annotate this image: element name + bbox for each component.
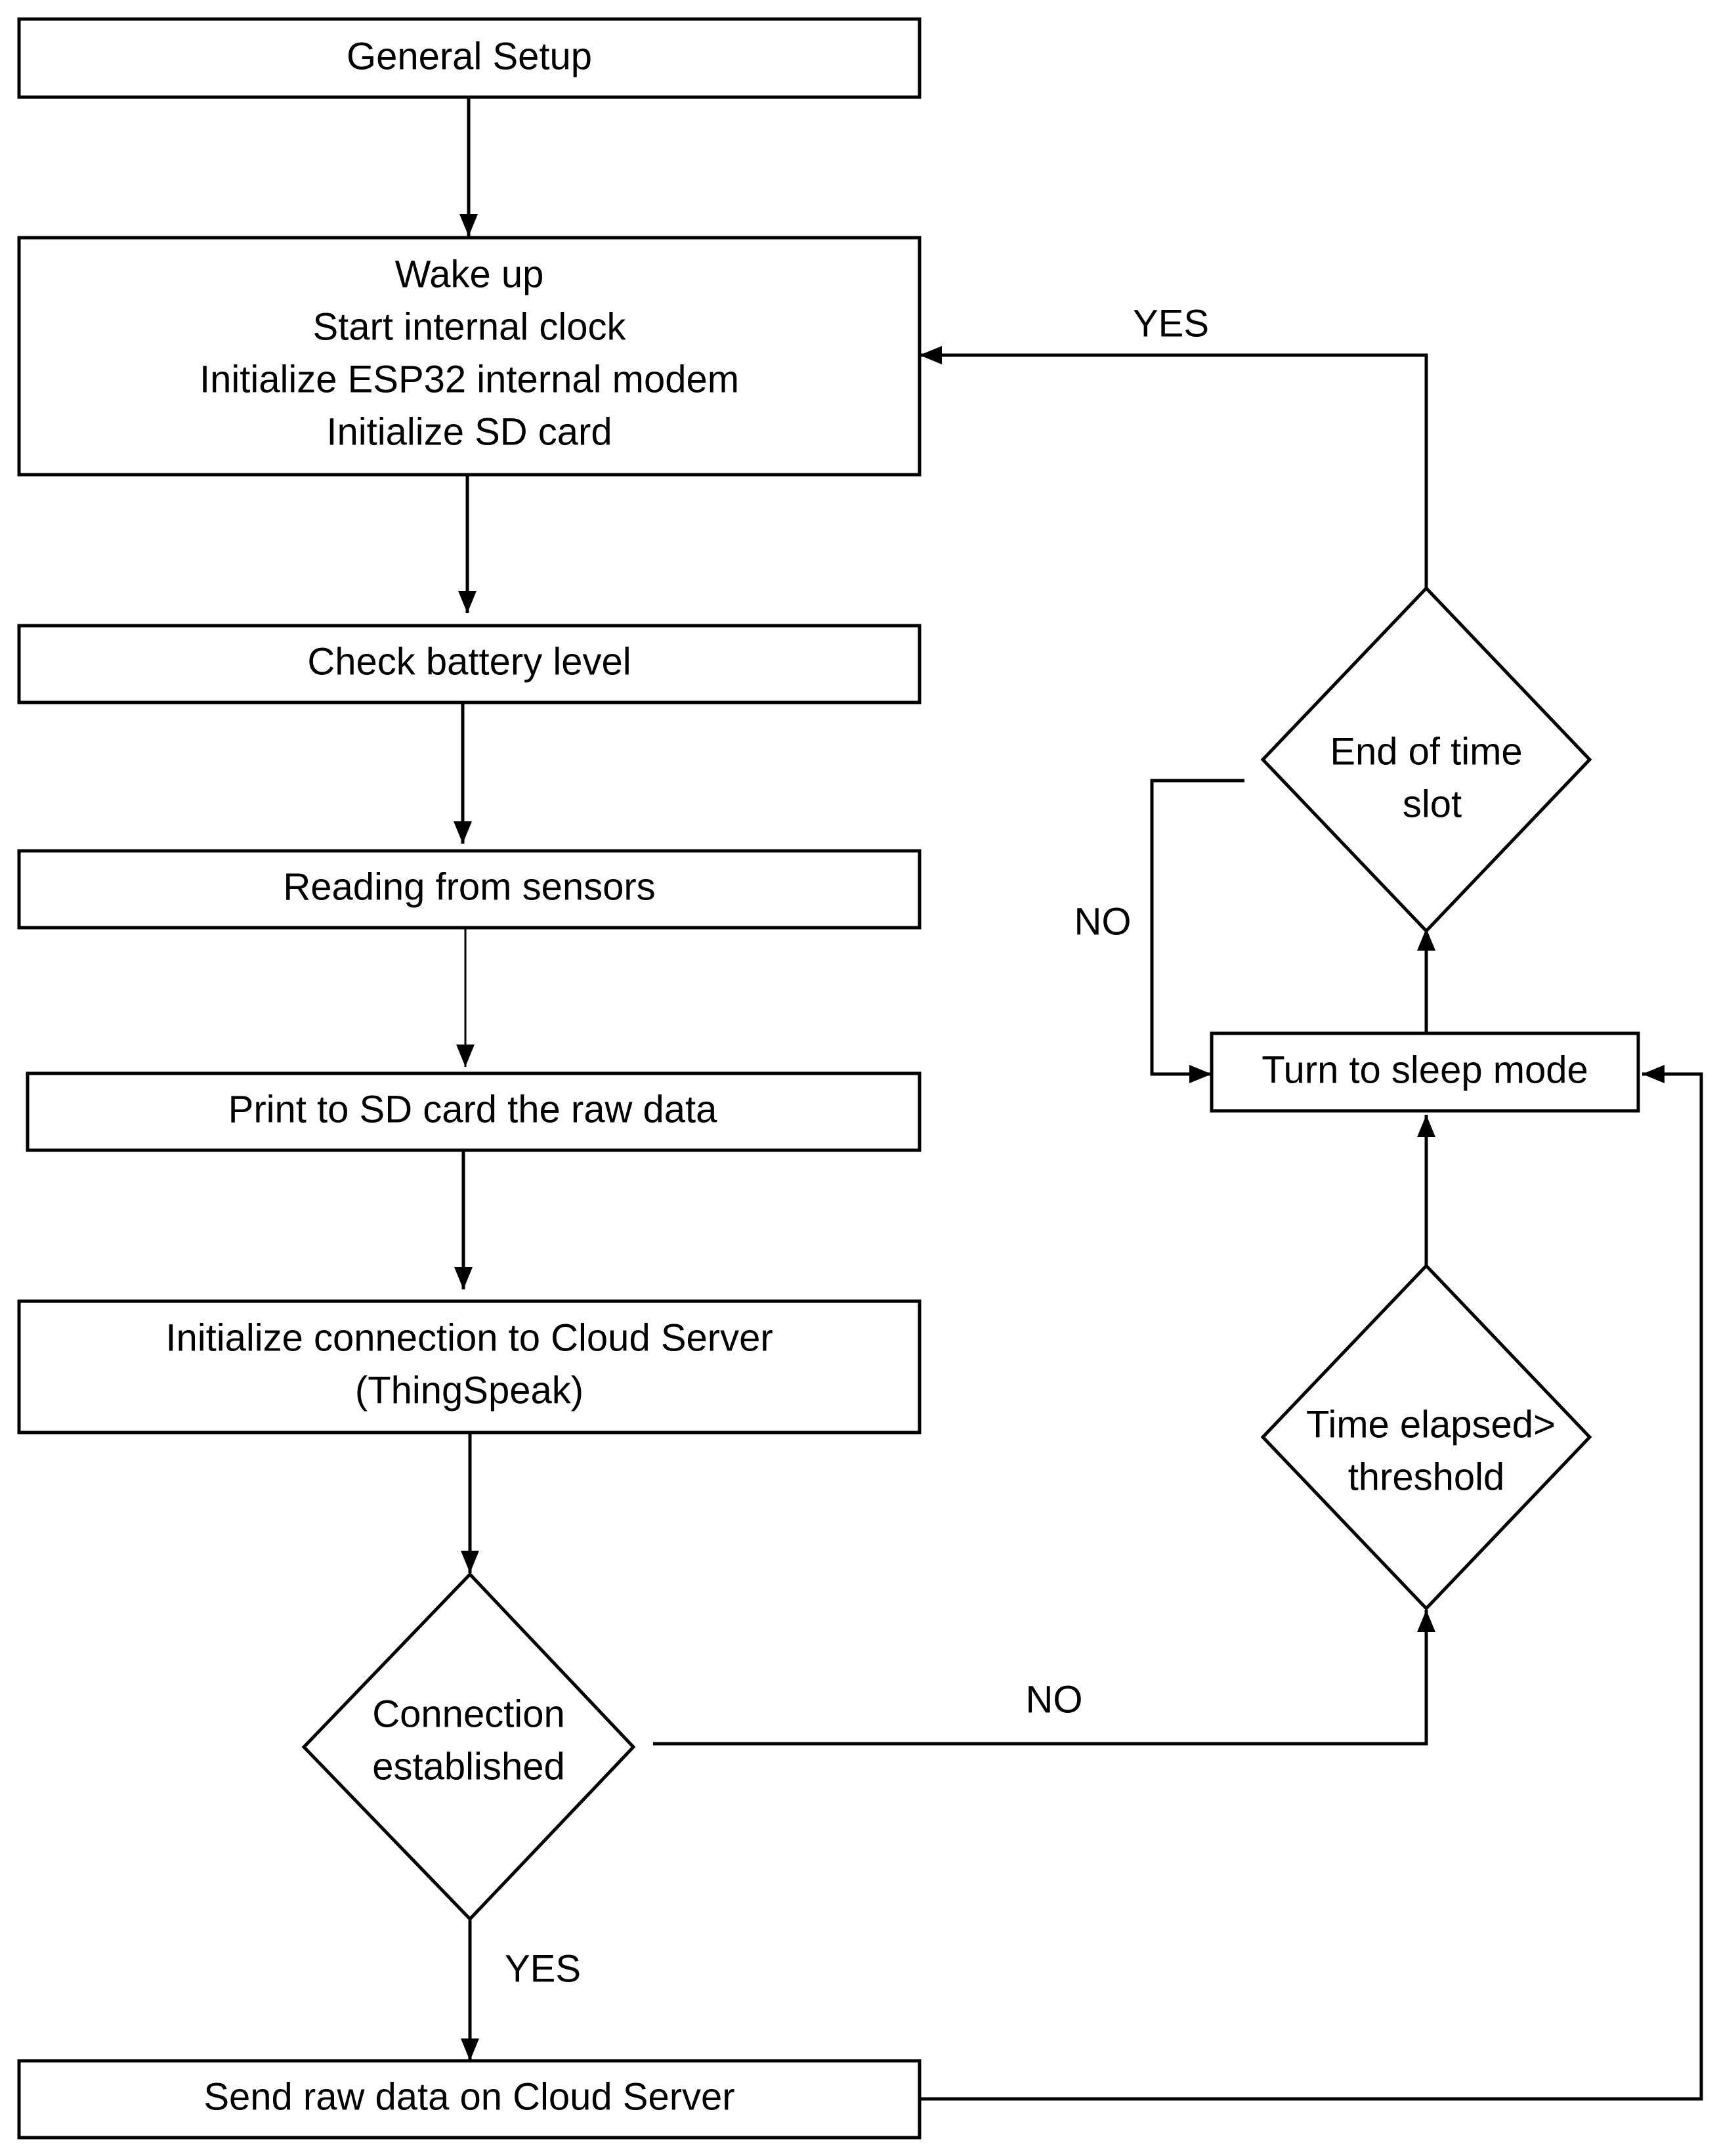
wake-up-line2: Start internal clock xyxy=(312,305,626,348)
turn-to-sleep-box: Turn to sleep mode xyxy=(1210,1031,1640,1113)
check-battery-label: Check battery level xyxy=(307,640,631,683)
time-elapsed-line1: Time elapsed> xyxy=(1306,1403,1556,1446)
edge-label-connection-yes: YES xyxy=(505,1947,581,1990)
edge-decision-no-to-time-elapsed xyxy=(653,1610,1435,1746)
edge-end-slot-yes-to-wakeup xyxy=(920,346,1428,588)
general-setup-box: General Setup xyxy=(17,17,922,99)
connection-established-line2: established xyxy=(372,1745,564,1788)
init-connection-box: Initialize connection to Cloud Server (T… xyxy=(17,1299,922,1434)
edge-label-connection-no: NO xyxy=(1026,1678,1083,1721)
end-of-time-slot-decision: End of time slot xyxy=(1260,586,1592,934)
send-raw-data-label: Send raw data on Cloud Server xyxy=(203,2075,734,2118)
check-battery-box: Check battery level xyxy=(17,624,922,704)
connection-established-decision: Connection established xyxy=(301,1572,636,1922)
send-raw-data-box: Send raw data on Cloud Server xyxy=(17,2059,922,2140)
print-sd-label: Print to SD card the raw data xyxy=(228,1088,717,1131)
init-connection-line2: (ThingSpeak) xyxy=(355,1369,584,1412)
edge-send-to-sleep xyxy=(920,1065,1703,2101)
end-of-time-slot-line1: End of time xyxy=(1330,730,1522,773)
init-connection-line1: Initialize connection to Cloud Server xyxy=(165,1316,773,1359)
end-of-time-slot-line2: slot xyxy=(1403,783,1462,825)
turn-to-sleep-label: Turn to sleep mode xyxy=(1262,1048,1588,1091)
wake-up-line1: Wake up xyxy=(395,253,544,295)
connection-established-line1: Connection xyxy=(372,1692,564,1735)
wake-up-box: Wake up Start internal clock Initialize … xyxy=(17,236,922,477)
general-setup-label: General Setup xyxy=(347,35,592,77)
wake-up-line4: Initialize SD card xyxy=(326,410,612,453)
time-elapsed-decision: Time elapsed> threshold xyxy=(1260,1263,1592,1611)
wake-up-line3: Initialize ESP32 internal modem xyxy=(200,358,739,400)
edge-label-end-slot-no: NO xyxy=(1074,900,1132,943)
print-sd-box: Print to SD card the raw data xyxy=(26,1071,922,1152)
reading-sensors-label: Reading from sensors xyxy=(283,865,655,908)
reading-sensors-box: Reading from sensors xyxy=(17,849,922,930)
time-elapsed-line2: threshold xyxy=(1348,1455,1505,1498)
edge-label-end-slot-yes: YES xyxy=(1133,302,1209,345)
edge-end-slot-no-to-sleep xyxy=(1150,779,1244,1083)
